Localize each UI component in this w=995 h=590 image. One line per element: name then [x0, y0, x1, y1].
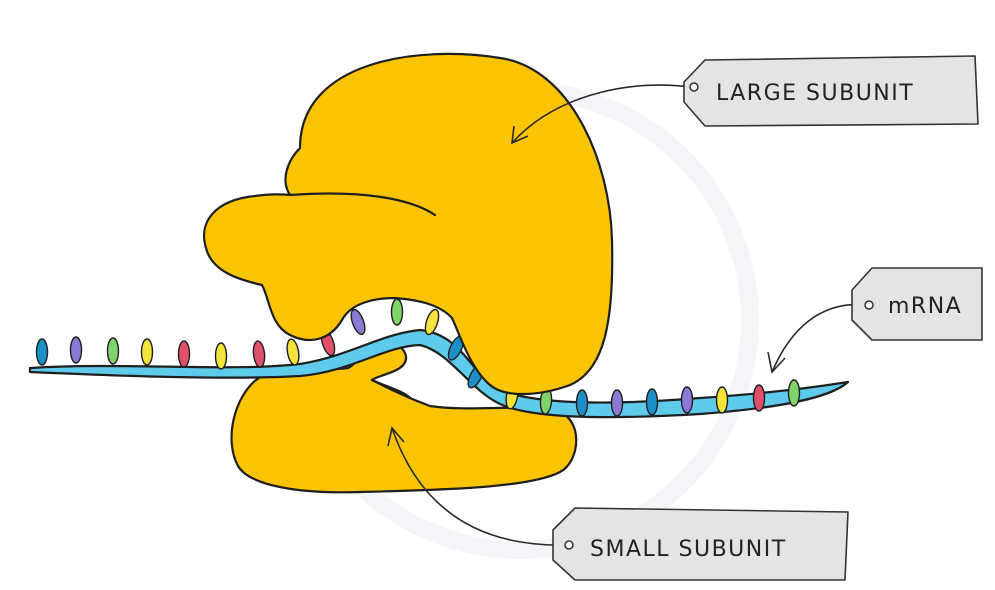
small-subunit-tag-shape — [552, 507, 849, 581]
mrna-base-purple — [680, 386, 694, 414]
large-subunit-fold-line — [288, 192, 437, 217]
mrna-base-yellow — [140, 338, 154, 366]
large-subunit-arrowhead — [511, 125, 529, 145]
mrna-tag-hole — [864, 300, 874, 310]
mrna-base-blue — [35, 338, 49, 366]
mrna-base-red — [752, 384, 766, 412]
small-subunit-fold-line — [370, 378, 412, 400]
small-subunit-arrow — [391, 427, 571, 546]
mrna-base-yellow — [715, 386, 729, 414]
large-subunit-tag: LARGE SUBUNIT — [683, 55, 979, 127]
mrna-label: mRNA — [888, 294, 962, 319]
large-subunit-label: LARGE SUBUNIT — [716, 81, 914, 106]
mrna-base-green — [106, 337, 120, 365]
mrna-base-green — [787, 379, 801, 407]
large-subunit-tag-hole — [689, 82, 699, 92]
small-subunit-tag: SMALL SUBUNIT — [552, 507, 849, 581]
mrna-base-yellow — [424, 308, 440, 336]
mrna-base-blue — [645, 388, 659, 416]
small-subunit-arrowhead — [387, 426, 405, 447]
mrna-base-blue — [575, 389, 589, 417]
mrna-base-yellow — [214, 342, 228, 370]
mrna-base-red — [252, 340, 266, 368]
large-subunit-tag-shape — [683, 55, 979, 127]
mrna-base-red — [177, 340, 191, 368]
mrna-base-purple — [350, 308, 366, 336]
mrna-base-purple — [610, 389, 624, 417]
mrna-arrowhead — [767, 351, 786, 374]
mrna-base-purple — [69, 336, 83, 364]
mrna-bases — [35, 298, 801, 417]
small-subunit-label: SMALL SUBUNIT — [590, 537, 787, 562]
mrna-strand — [28, 328, 850, 419]
small-subunit-tag-hole — [564, 540, 574, 550]
large-subunit-arrow — [511, 84, 691, 144]
mrna-tag: mRNA — [851, 267, 983, 341]
large-subunit — [203, 52, 614, 396]
mrna-tag-shape — [851, 267, 983, 341]
mrna-base-yellow — [286, 338, 300, 366]
mrna-base-green — [390, 298, 404, 326]
